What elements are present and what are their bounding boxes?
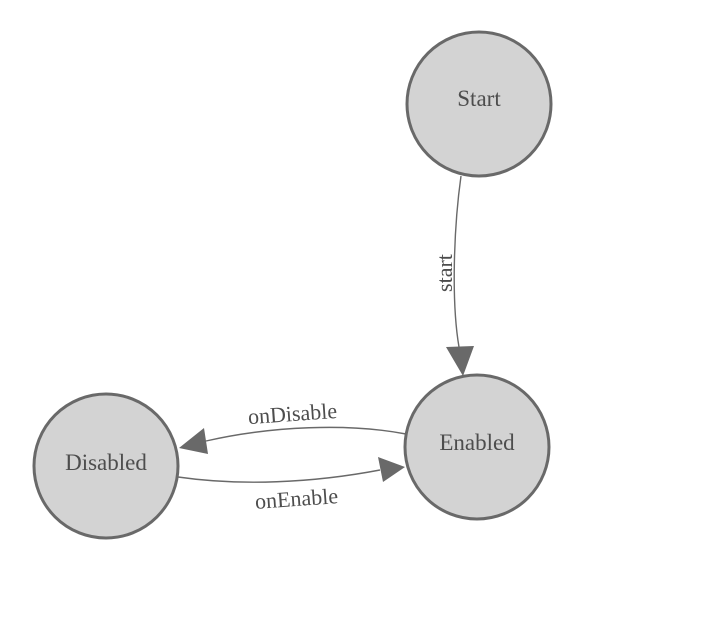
arrowhead-icon <box>378 457 405 482</box>
state-circle-enabled <box>403 373 551 521</box>
edge-line-start <box>453 175 462 348</box>
state-label-start: Start <box>457 86 501 111</box>
edge-line-onenable <box>177 469 381 483</box>
arrowhead-icon <box>179 428 208 454</box>
state-circle-disabled <box>32 392 180 540</box>
state-label-disabled: Disabled <box>65 450 147 475</box>
edge-label-ondisable: onDisable <box>247 398 338 429</box>
edge-label-onenable: onEnable <box>254 483 339 514</box>
edge-label-start: start <box>432 254 457 292</box>
transition-edge-onenable: onEnable <box>177 457 405 514</box>
edge-line-ondisable <box>205 426 407 442</box>
transition-edge-ondisable: onDisable <box>179 398 407 454</box>
state-label-enabled: Enabled <box>439 430 515 455</box>
state-node-disabled: Disabled <box>32 392 180 540</box>
state-node-start: Start <box>405 30 553 178</box>
transition-edge-start: start <box>432 175 474 376</box>
state-node-enabled: Enabled <box>403 373 551 521</box>
arrowhead-icon <box>446 346 474 376</box>
state-circle-start <box>405 30 553 178</box>
